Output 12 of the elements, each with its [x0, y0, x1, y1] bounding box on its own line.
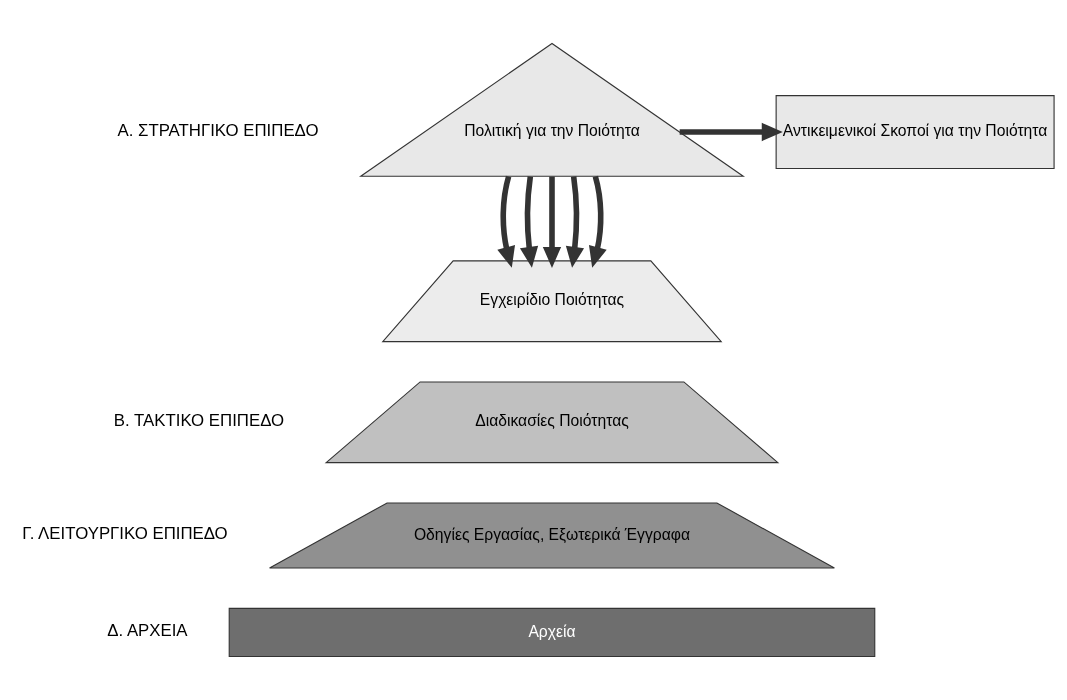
label: Γ. ΛΕΙΤΟΥΡΓΙΚΟ ΕΠΙΠΕΔΟ: [22, 524, 228, 544]
arrow: [679, 122, 783, 142]
arrow: [588, 175, 607, 268]
node-box: Αρχεία: [228, 607, 876, 658]
node-box: Αντικειμενικοί Σκοποί για την Ποιότητα: [775, 95, 1055, 169]
arrow: [497, 175, 516, 268]
label: Δ. ΑΡΧΕΙΑ: [107, 621, 188, 641]
label: Α. ΣΤΡΑΤΗΓΙΚΟ ΕΠΙΠΕΔΟ: [117, 120, 319, 140]
arrow: [565, 176, 585, 268]
arrow: [542, 176, 562, 268]
arrow: [519, 176, 539, 268]
label: Β. ΤΑΚΤΙΚΟ ΕΠΙΠΕΔΟ: [113, 411, 285, 431]
